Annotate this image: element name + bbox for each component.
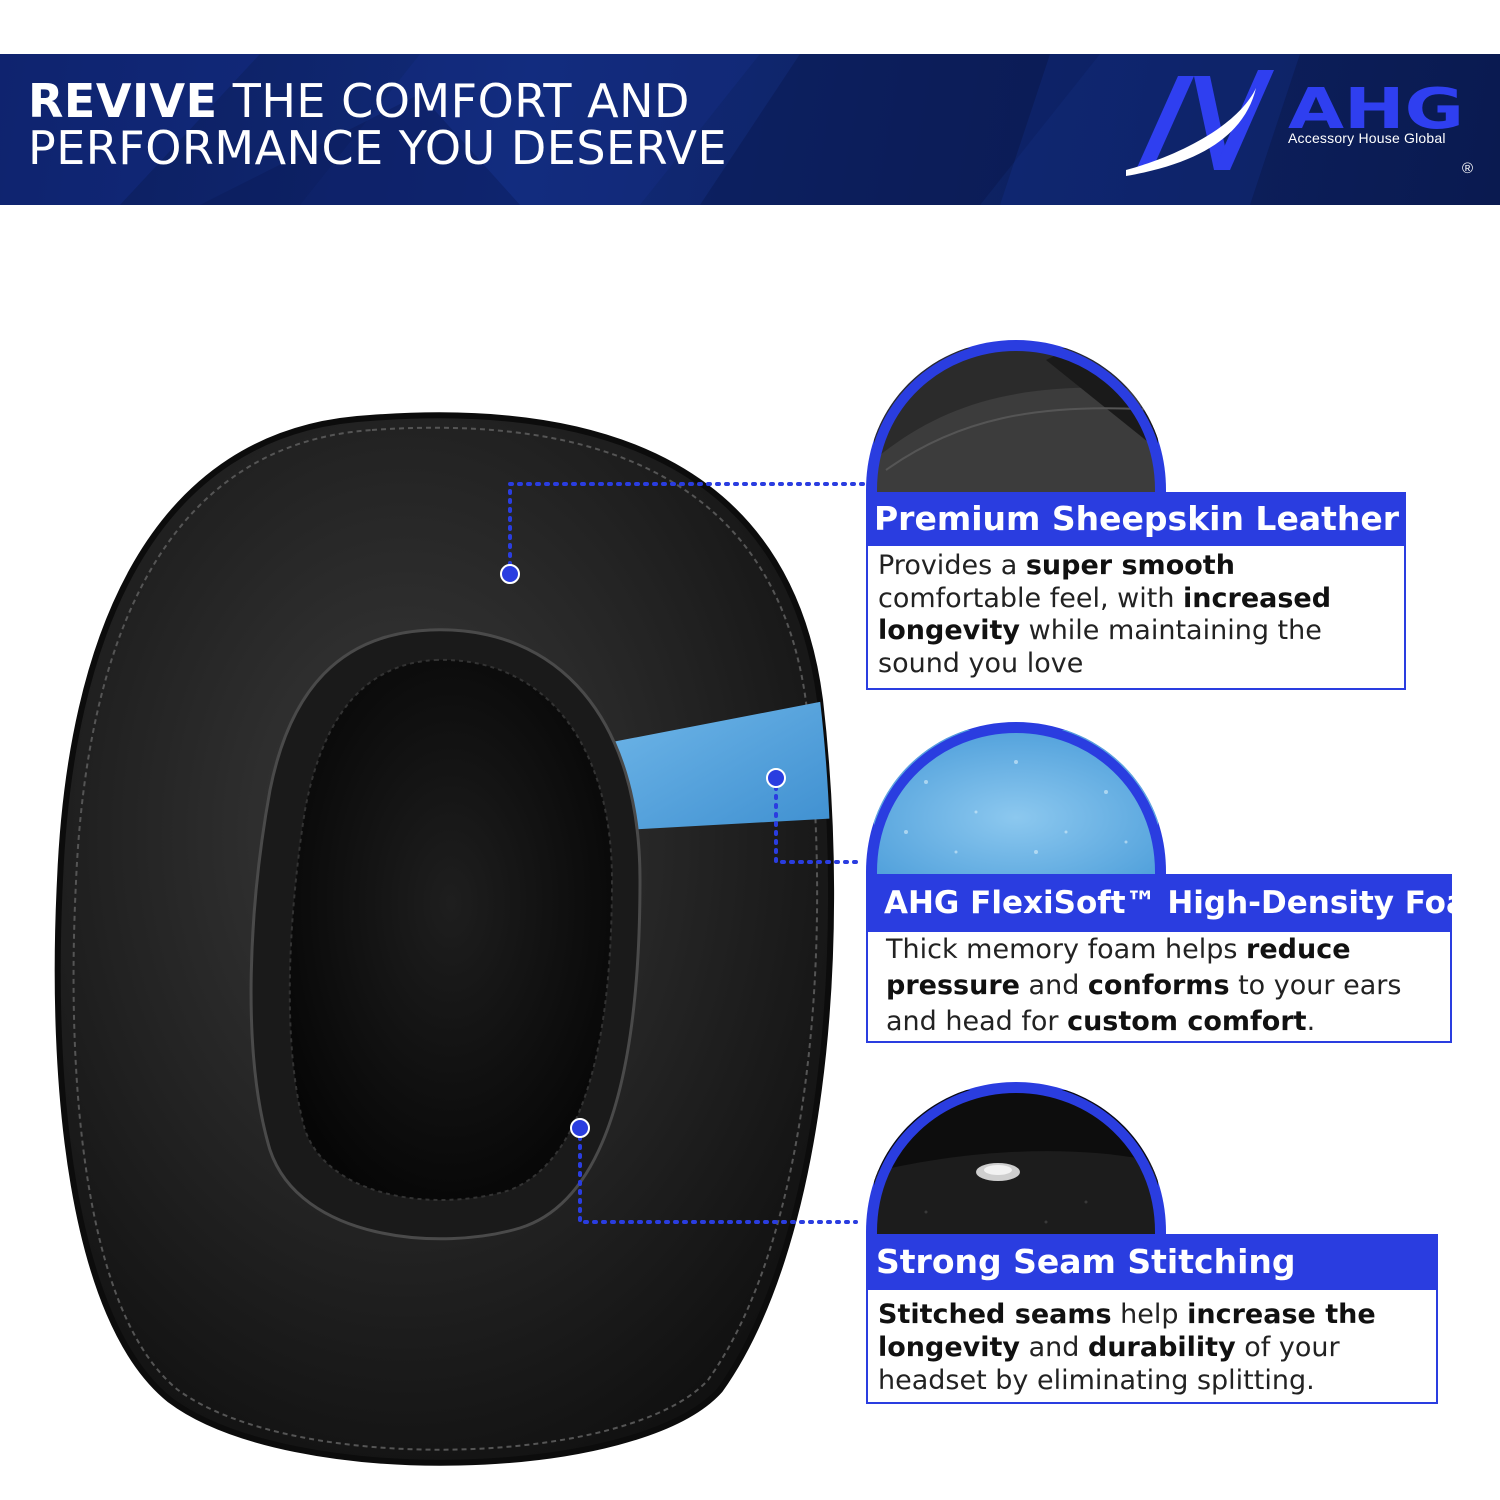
feature-desc-leather: Provides a super smooth comfortable feel… bbox=[866, 544, 1406, 690]
headline: REVIVE THE COMFORT AND PERFORMANCE YOU D… bbox=[28, 78, 727, 172]
ahg-logo: AHG bbox=[1126, 70, 1464, 176]
feature-desc-foam: Thick memory foam helps reduce pressure … bbox=[866, 930, 1452, 1043]
feature-desc-leather-seg: while maintaining the sound you love bbox=[878, 615, 1322, 679]
feature-desc-leather-seg: comfortable feel, with bbox=[878, 582, 1184, 614]
leather-closeup-image bbox=[866, 340, 1166, 494]
feature-desc-foam-seg: . bbox=[1306, 1006, 1316, 1037]
feature-title-stitching: Strong Seam Stitching bbox=[866, 1234, 1438, 1290]
feature-desc-foam-seg: Thick memory foam helps bbox=[886, 934, 1247, 965]
feature-desc-stitching-seg: and bbox=[1020, 1332, 1088, 1363]
header-banner: REVIVE THE COMFORT AND PERFORMANCE YOU D… bbox=[0, 54, 1500, 205]
headline-line-1-rest: THE COMFORT AND bbox=[217, 74, 690, 128]
headline-line-1: REVIVE THE COMFORT AND bbox=[28, 78, 727, 125]
feature-desc-foam-seg: to your ears and head for bbox=[886, 970, 1402, 1037]
logo-mark-stroke-left bbox=[1136, 76, 1194, 170]
feature-desc-foam-bold: conforms bbox=[1087, 970, 1230, 1001]
banner-pattern bbox=[0, 54, 1300, 205]
logo-mark-stroke-mid bbox=[1194, 76, 1230, 170]
ahg-wordmark-text: AHG bbox=[1288, 77, 1464, 142]
foam-closeup-image bbox=[866, 722, 1166, 876]
feature-desc-foam-bold: custom comfort bbox=[1067, 1006, 1307, 1037]
stitching-closeup-image bbox=[866, 1082, 1166, 1236]
feature-desc-stitching-bold: Stitched seams bbox=[878, 1299, 1112, 1330]
ahg-wordmark: AHG bbox=[1288, 77, 1464, 142]
earpad-outer-seam bbox=[72, 426, 819, 1451]
logo-mark-stroke-right bbox=[1214, 70, 1274, 170]
headline-emphasis: REVIVE bbox=[28, 74, 218, 128]
registered-mark: ® bbox=[1462, 160, 1474, 177]
feature-desc-foam-bold: reduce pressure bbox=[886, 934, 1351, 1001]
feature-desc-foam-seg: and bbox=[1019, 970, 1088, 1001]
feature-desc-stitching-seg: of your headset by eliminating splitting… bbox=[878, 1332, 1340, 1396]
feature-title-leather: Premium Sheepskin Leather bbox=[866, 492, 1406, 546]
headline-line-2: PERFORMANCE YOU DESERVE bbox=[28, 121, 728, 175]
feature-desc-stitching-bold: increase the longevity bbox=[878, 1299, 1376, 1363]
feature-desc-leather-bold: super smooth bbox=[1025, 550, 1235, 581]
feature-desc-stitching: Stitched seams help increase the longevi… bbox=[866, 1288, 1438, 1404]
feature-title-foam: AHG FlexiSoft™ High-Density Foam bbox=[866, 874, 1499, 932]
feature-desc-leather-seg: Provides a bbox=[878, 550, 1026, 581]
feature-desc-stitching-seg: help bbox=[1111, 1299, 1188, 1330]
feature-desc-stitching-bold: durability bbox=[1088, 1332, 1236, 1363]
logo-swoosh bbox=[1126, 88, 1256, 176]
brand-name: Accessory House Global bbox=[1288, 130, 1446, 146]
feature-desc-leather-bold: increased longevity bbox=[878, 582, 1332, 647]
earpad-inner-opening bbox=[288, 658, 614, 1201]
